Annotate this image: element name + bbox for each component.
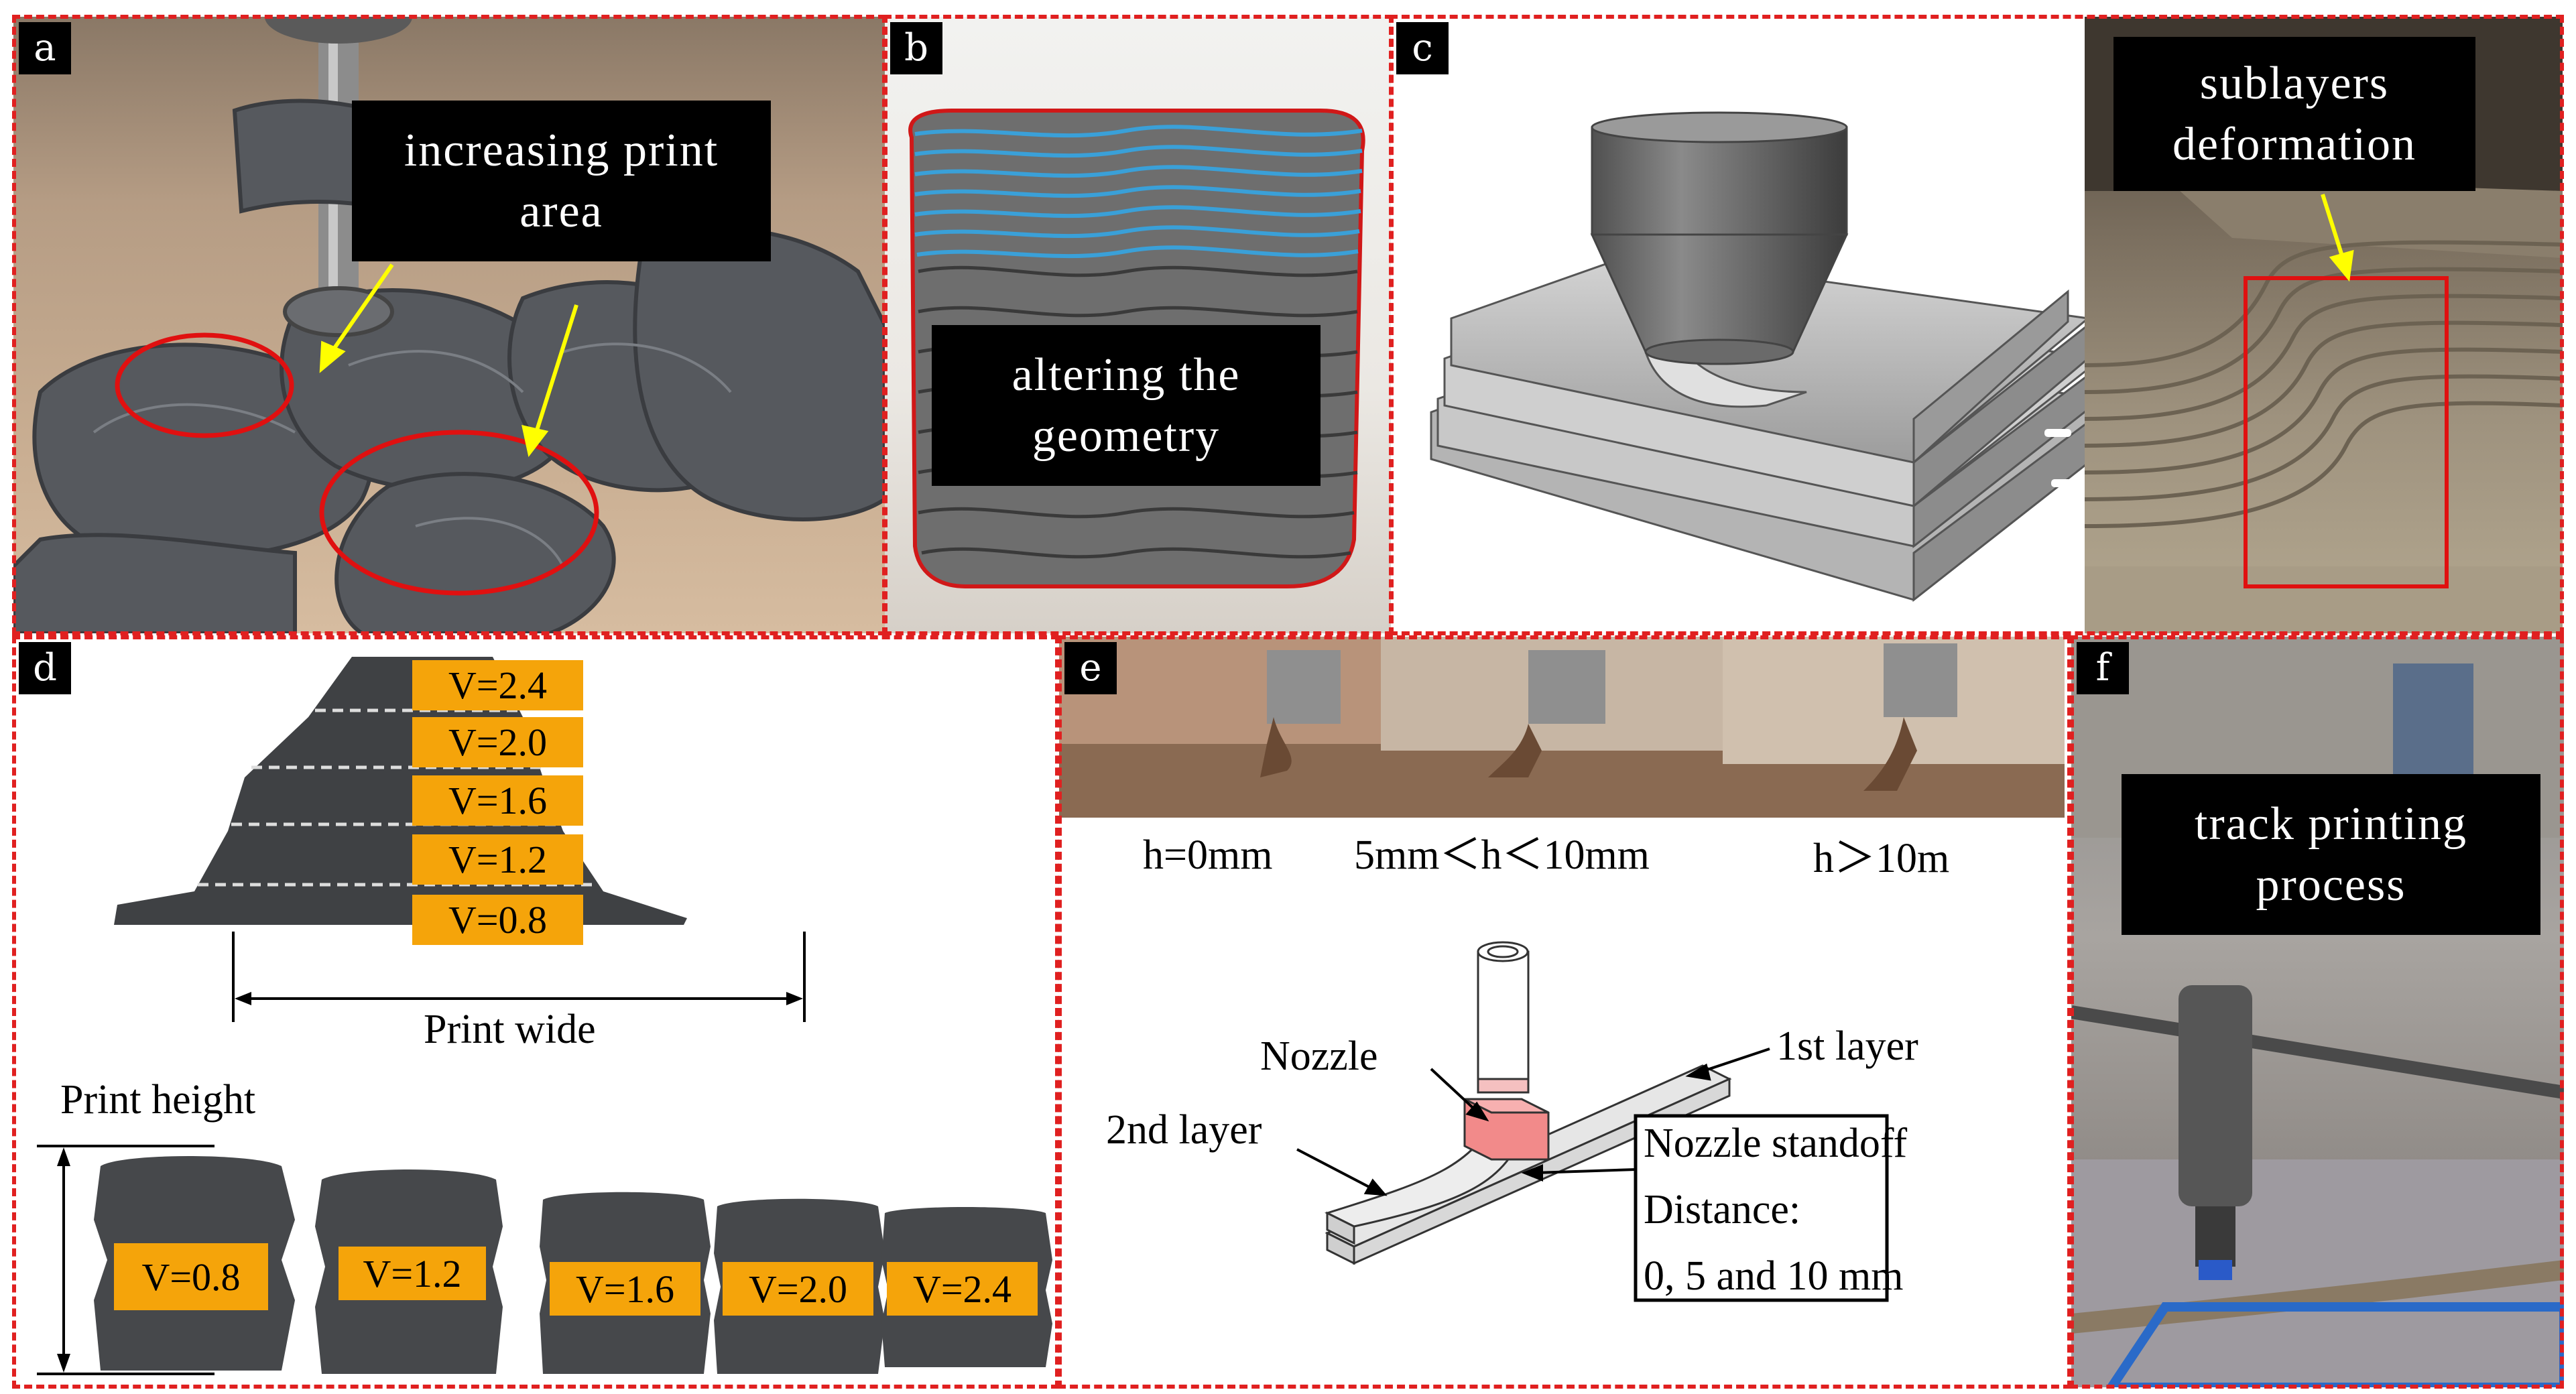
panel-c-diagram: c xyxy=(1391,17,2085,633)
panel-f-caption-line-2: process xyxy=(2256,859,2406,911)
row-label-4: V=2.0 xyxy=(723,1262,873,1316)
panel-b-photo: b altering the geometry xyxy=(885,17,1391,633)
first-layer-label: 1st layer xyxy=(1776,1023,1918,1069)
row-label-2: V=1.2 xyxy=(339,1247,486,1300)
panel-d-letter: d xyxy=(19,642,71,694)
panel-b-letter: b xyxy=(890,22,942,74)
photo-label-h10: h＞10m xyxy=(1813,836,1950,881)
panel-a-caption-line-1: increasing print xyxy=(404,125,719,176)
frame-panel-e xyxy=(1058,635,2071,1389)
panel-e-letter: e xyxy=(1064,642,1117,694)
panel-e-illustration xyxy=(1059,637,2065,1302)
panel-d: d V=2.4 V=2.0 V=1.6 V=1.2 V=0.8 Print wi… xyxy=(13,637,1059,1387)
stack-label-2: V=2.0 xyxy=(412,717,583,767)
panel-e: e h=0mm 5mm＜h＜10mm h＞10m Nozzle 1st laye… xyxy=(1059,637,2065,1387)
standoff-line-1: Nozzle standoff xyxy=(1644,1121,1908,1166)
panel-c-letter: c xyxy=(1396,22,1449,74)
standoff-box: Nozzle standoff Distance: 0, 5 and 10 mm xyxy=(1644,1121,1908,1299)
panel-b-caption-line-2: geometry xyxy=(1032,410,1221,462)
panel-c-caption-line-2: deformation xyxy=(2172,119,2417,170)
panel-a-photo: a increasing print area xyxy=(13,17,885,633)
panel-b-caption: altering the geometry xyxy=(932,325,1321,486)
stack-label-3: V=1.6 xyxy=(412,775,583,826)
stack-label-1: V=2.4 xyxy=(412,660,583,710)
panel-f-caption-line-1: track printing xyxy=(2194,798,2468,850)
standoff-line-2: Distance: xyxy=(1644,1187,1801,1232)
panel-c-caption-line-1: sublayers xyxy=(2199,58,2390,109)
panel-c-photo: sublayers deformation xyxy=(2085,17,2563,633)
frame-panel-d xyxy=(12,635,1059,1389)
panel-c-layers-illustration xyxy=(1430,111,2085,603)
panel-f-photo: f track printing process xyxy=(2071,637,2564,1387)
frame-panel-f xyxy=(2070,635,2564,1389)
row-label-5: V=2.4 xyxy=(887,1262,1038,1316)
panel-c-caption: sublayers deformation xyxy=(2113,37,2475,191)
print-wide-label: Print wide xyxy=(424,1007,596,1052)
row-label-3: V=1.6 xyxy=(550,1262,700,1316)
panel-a-letter: a xyxy=(19,22,71,74)
nozzle-label: Nozzle xyxy=(1260,1033,1378,1079)
stack-label-4: V=1.2 xyxy=(412,834,583,885)
panel-f-printer-illustration xyxy=(2071,637,2564,1387)
panel-f-caption: track printing process xyxy=(2122,774,2540,935)
panel-b-caption-line-1: altering the xyxy=(1011,349,1241,401)
row-label-1: V=0.8 xyxy=(114,1243,268,1310)
print-height-label: Print height xyxy=(60,1077,256,1123)
standoff-line-3: 0, 5 and 10 mm xyxy=(1644,1253,1904,1299)
panel-a-caption-line-2: area xyxy=(519,186,603,237)
photo-label-h0: h=0mm xyxy=(1143,832,1273,878)
stack-label-5: V=0.8 xyxy=(412,895,583,945)
frame-panel-a xyxy=(12,15,886,635)
frame-panel-c xyxy=(1390,15,2564,635)
photo-label-h5-10: 5mm＜h＜10mm xyxy=(1354,832,1650,878)
panel-f-letter: f xyxy=(2077,642,2129,694)
second-layer-label: 2nd layer xyxy=(1106,1107,1262,1153)
frame-panel-b xyxy=(883,15,1393,635)
panel-a-caption: increasing print area xyxy=(352,101,771,261)
